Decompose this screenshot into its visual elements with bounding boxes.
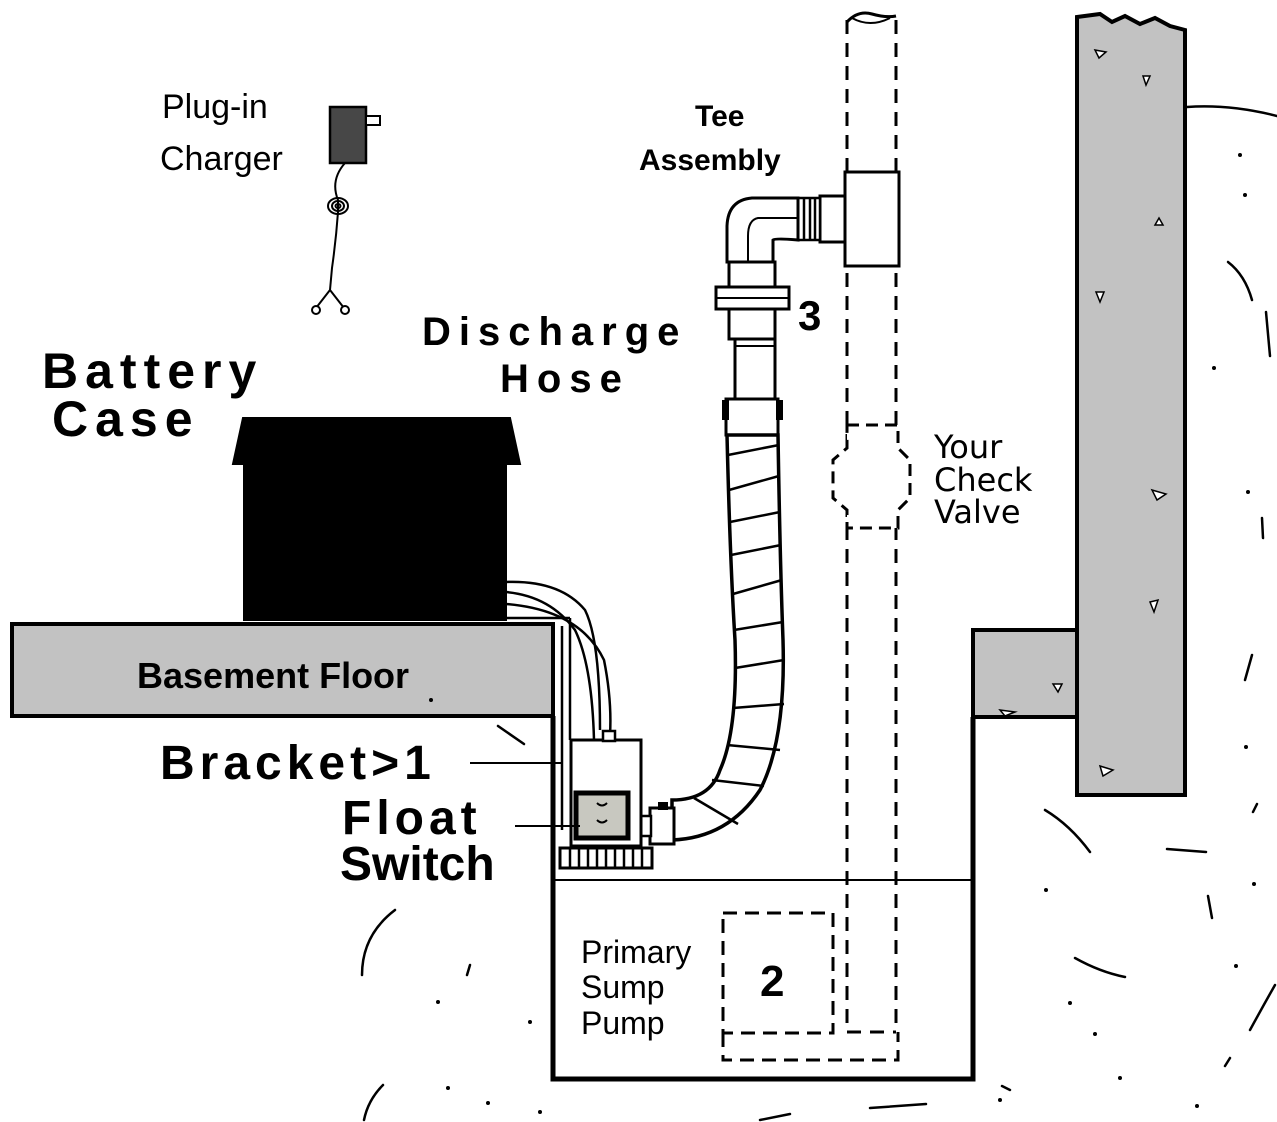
soil-texture [360, 105, 1277, 1122]
pump-intake-screen [558, 846, 654, 870]
float-switch-body [573, 790, 631, 841]
label-step-3: 3 [798, 292, 821, 339]
elbow-pipe [725, 196, 800, 264]
label-discharge: Discharge [422, 310, 687, 354]
primary-sump-pump-outline [721, 911, 835, 1035]
connector-nut [658, 802, 668, 810]
tee-coupler-rings [796, 196, 822, 242]
label-primary: Primary [581, 934, 691, 970]
hose-clamp [724, 397, 780, 437]
label-switch: Switch [340, 838, 495, 891]
charger-prongs [365, 115, 381, 126]
label-hose: Hose [500, 357, 630, 401]
right-floor-ledge [971, 628, 1079, 719]
tee-side-outlet [818, 194, 847, 244]
label-battery: Battery [42, 343, 263, 399]
charger-cord [315, 162, 346, 309]
charger-clip-right [340, 305, 350, 315]
pipe-cut-top [845, 11, 897, 24]
wall-aggregate [998, 48, 1168, 778]
hose-ribs [693, 443, 785, 826]
label-charger: Charger [160, 140, 283, 178]
label-plug-in: Plug-in [162, 88, 268, 126]
label-valve: Valve [934, 493, 1021, 531]
riser-pipe-upper [727, 260, 777, 289]
pump-top-cap [601, 729, 617, 743]
hose-pump-connector [648, 806, 676, 846]
riser-pipe-adapter [733, 337, 777, 401]
soil-dots [429, 153, 1256, 1114]
charger-body [328, 105, 368, 165]
clamp-screw-right [776, 400, 783, 420]
primary-pump-base [721, 1032, 900, 1062]
charger-clip-left [311, 305, 321, 315]
label-pump: Pump [581, 1005, 665, 1041]
label-assembly: Assembly [639, 144, 781, 177]
label-basement-floor: Basement Floor [137, 655, 409, 696]
float-switch-marks [596, 802, 608, 824]
label-sump: Sump [581, 969, 665, 1005]
battery-case [231, 417, 522, 621]
label-check: Check [934, 461, 1033, 499]
charger-cord-coil [327, 197, 349, 215]
label-float: Float [342, 792, 482, 845]
label-bracket: Bracket>1 [160, 737, 436, 790]
pipe-cut-inner [851, 17, 891, 24]
label-case: Case [52, 391, 200, 447]
check-valve-outline [831, 423, 912, 530]
label-your: Your [933, 428, 1003, 466]
tee-fitting [843, 170, 901, 268]
label-tee: Tee [695, 100, 744, 133]
label-step-2: 2 [760, 957, 784, 1006]
discharge-hose [670, 433, 786, 842]
elbow-inner-line [747, 217, 798, 262]
sump-pit-wall [550, 716, 976, 1082]
foundation-wall [1075, 11, 1187, 797]
clamp-screw-left [722, 400, 729, 420]
riser-pipe-lower [727, 307, 777, 341]
